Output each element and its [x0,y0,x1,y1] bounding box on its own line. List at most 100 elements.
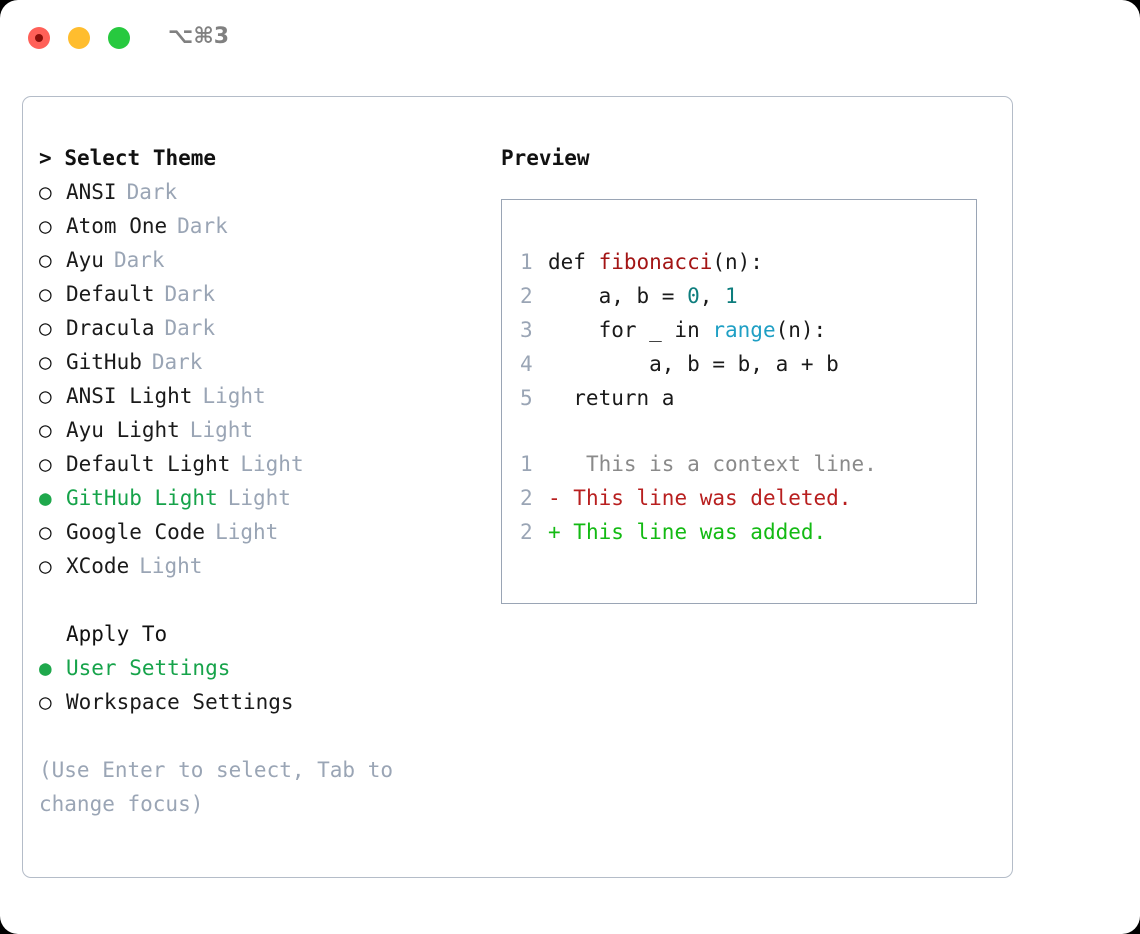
theme-tag: Dark [177,214,228,238]
keyboard-hint-text: (Use Enter to select, Tab to change focu… [39,758,394,816]
code-content: a, b = b, a + b [548,347,839,381]
theme-list-item[interactable]: ○ Ayu Light Light [39,413,479,447]
radio-icon: ○ [39,690,52,714]
code-content: a, b = 0, 1 [548,279,738,313]
theme-name: Atom One [66,214,168,238]
theme-name: Dracula [66,316,155,340]
keyboard-shortcut-label: ⌥⌘3 [168,24,230,49]
section-spacer [39,583,479,617]
diff-text: This line was deleted. [560,486,852,510]
diff-line-deleted: 2- This line was deleted. [502,481,976,515]
theme-tag: Light [139,554,203,578]
theme-tag: Dark [113,248,165,272]
radio-icon: ● [39,656,52,680]
theme-name: Default Light [66,452,231,476]
theme-tag: Light [202,384,266,408]
maximize-button[interactable] [108,27,130,49]
diff-text: This is a context line. [560,452,877,476]
theme-name: Google Code [66,520,206,544]
theme-list-item[interactable]: ○ GitHub Dark [39,345,479,379]
theme-tag: Light [240,452,304,476]
apply-option-label: Workspace Settings [66,690,294,714]
line-number: 3 [520,318,533,342]
code-content: for _ in range(n): [548,313,827,347]
radio-icon: ○ [39,248,52,272]
line-number: 1 [520,452,533,476]
apply-option-user-settings[interactable]: ● User Settings [39,651,479,685]
title-bar: ⌥⌘3 [0,0,1140,76]
heading-prefix: > [39,146,52,170]
heading-text: Select Theme [64,146,217,170]
radio-icon: ○ [39,316,52,340]
theme-name: ANSI [66,180,117,204]
code-diff-separator [502,415,976,447]
theme-list-item[interactable]: ○ Ayu Dark [39,243,479,277]
close-button[interactable] [28,27,50,49]
theme-name: GitHub [66,350,142,374]
theme-tag: Dark [126,180,178,204]
diff-sample: 1 This is a context line. 2- This line w… [502,447,976,549]
line-number: 2 [520,486,533,510]
diff-sign: - [548,486,561,510]
theme-tag: Dark [164,282,216,306]
code-line: 2 a, b = 0, 1 [502,279,976,313]
theme-name: Ayu Light [66,418,180,442]
theme-name: XCode [66,554,130,578]
theme-list-item[interactable]: ○ Dracula Dark [39,311,479,345]
radio-icon: ○ [39,282,52,306]
radio-icon: ● [39,486,52,510]
code-token: (n): [775,318,827,342]
code-token-number: 1 [725,284,738,308]
theme-tag: Dark [164,316,216,340]
theme-list-item[interactable]: ○ Default Dark [39,277,479,311]
theme-name: Ayu [66,248,104,272]
radio-icon: ○ [39,520,52,544]
code-token: , [699,284,726,308]
code-line: 4 a, b = b, a + b [502,347,976,381]
radio-icon: ○ [39,214,52,238]
diff-sign: + [548,520,561,544]
theme-list-item[interactable]: ○ Default Light Light [39,447,479,481]
theme-list-item[interactable]: ○ Atom One Dark [39,209,479,243]
apply-option-workspace-settings[interactable]: ○ Workspace Settings [39,685,479,719]
diff-sign [548,447,561,481]
diff-text: This line was added. [560,520,827,544]
code-token: return a [548,386,675,410]
line-number: 2 [520,520,533,544]
line-number: 4 [520,352,533,376]
theme-name: Default [66,282,155,306]
code-token: (n): [712,250,763,274]
apply-to-heading: Apply To [66,622,168,646]
preview-heading: Preview [501,146,590,170]
theme-list-item[interactable]: ○ ANSI Dark [39,175,479,209]
code-token-call: range [712,318,776,342]
radio-icon: ○ [39,350,52,374]
apply-option-label: User Settings [66,656,231,680]
diff-line-added: 2 + This line was added. [502,515,976,549]
line-number: 5 [520,386,533,410]
apply-to-list: ● User Settings ○ Workspace Settings [39,651,479,719]
code-token-function: fibonacci [598,250,713,274]
code-token-number: 0 [687,284,700,308]
minimize-button[interactable] [68,27,90,49]
close-icon [35,34,43,42]
code-token: def [548,250,599,274]
code-content: return a [548,381,674,415]
radio-icon: ○ [39,418,52,442]
theme-tag: Light [189,418,254,442]
theme-tag: Dark [151,350,203,374]
radio-icon: ○ [39,180,52,204]
radio-icon: ○ [39,452,52,476]
theme-name: ANSI Light [66,384,193,408]
code-line: 3 for _ in range(n): [502,313,976,347]
